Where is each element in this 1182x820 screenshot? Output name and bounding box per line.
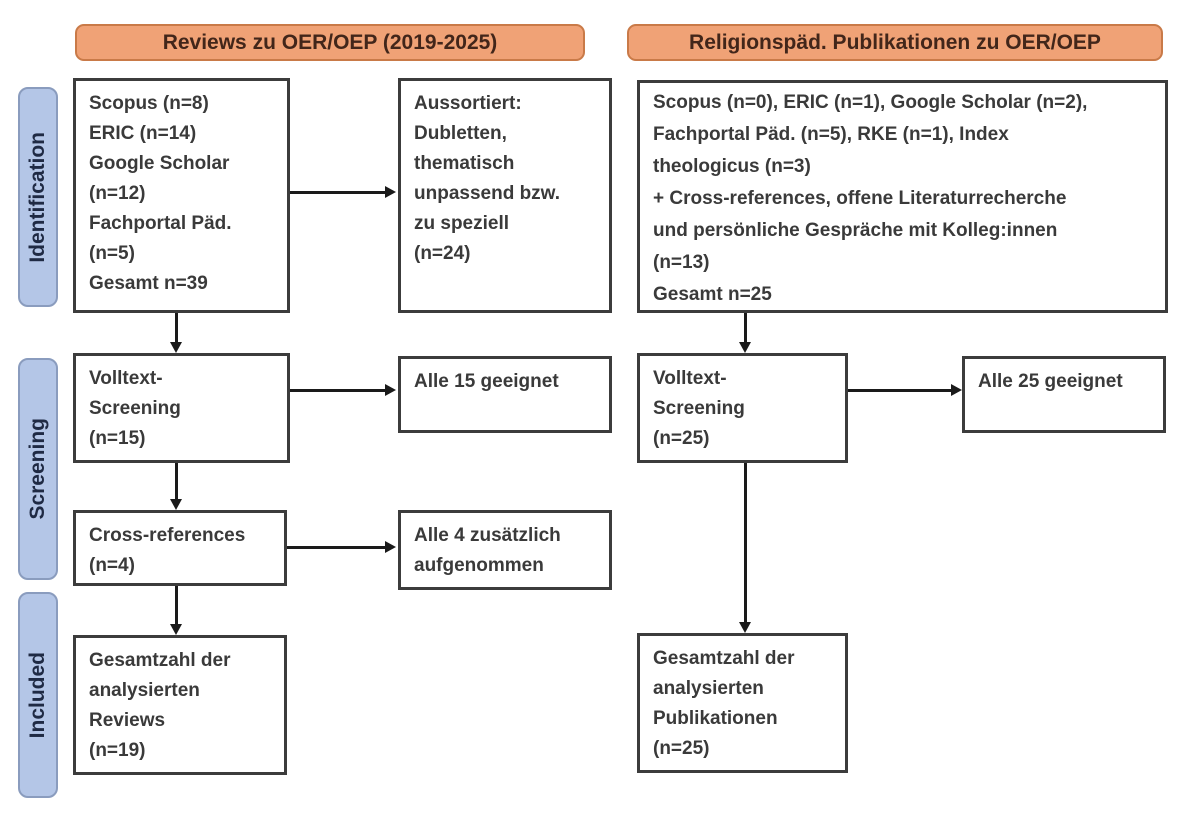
arrow-right-screening-to-suitable (848, 384, 962, 396)
left-all-suitable-box: Alle 15 geeignet (398, 356, 612, 433)
left-additional-included-box: Alle 4 zusätzlich aufgenommen (398, 510, 612, 590)
arrow-left-screening-to-crossref (170, 463, 182, 510)
stage-label-screening: Screening (18, 358, 58, 580)
arrow-right-screening-to-total (739, 463, 751, 633)
stage-label-included: Included (18, 592, 58, 798)
stage-label-screening-text: Screening (26, 418, 49, 520)
left-identification-sources-box: Scopus (n=8) ERIC (n=14) Google Scholar … (73, 78, 290, 313)
stage-label-identification-text: Identification (26, 131, 49, 263)
arrow-left-crossref-to-total (170, 586, 182, 635)
left-cross-references-box: Cross-references (n=4) (73, 510, 287, 586)
right-fulltext-screening-box: Volltext- Screening (n=25) (637, 353, 848, 463)
column-header-reviews: Reviews zu OER/OEP (2019-2025) (75, 24, 585, 61)
arrow-left-sources-to-excluded (290, 186, 396, 198)
arrow-left-screening-to-suitable (290, 384, 396, 396)
left-fulltext-screening-box: Volltext- Screening (n=15) (73, 353, 290, 463)
left-excluded-box: Aussortiert: Dubletten, thematisch unpas… (398, 78, 612, 313)
right-total-included-box: Gesamtzahl der analysierten Publikatione… (637, 633, 848, 773)
arrow-right-sources-to-screening (739, 313, 751, 353)
column-header-religionspaed: Religionspäd. Publikationen zu OER/OEP (627, 24, 1163, 61)
arrow-left-sources-to-screening (170, 313, 182, 353)
right-all-suitable-box: Alle 25 geeignet (962, 356, 1166, 433)
stage-label-included-text: Included (26, 651, 49, 739)
left-total-included-box: Gesamtzahl der analysierten Reviews (n=1… (73, 635, 287, 775)
arrow-left-crossref-to-additional (287, 541, 396, 553)
right-identification-sources-box: Scopus (n=0), ERIC (n=1), Google Scholar… (637, 80, 1168, 313)
stage-label-identification: Identification (18, 87, 58, 307)
